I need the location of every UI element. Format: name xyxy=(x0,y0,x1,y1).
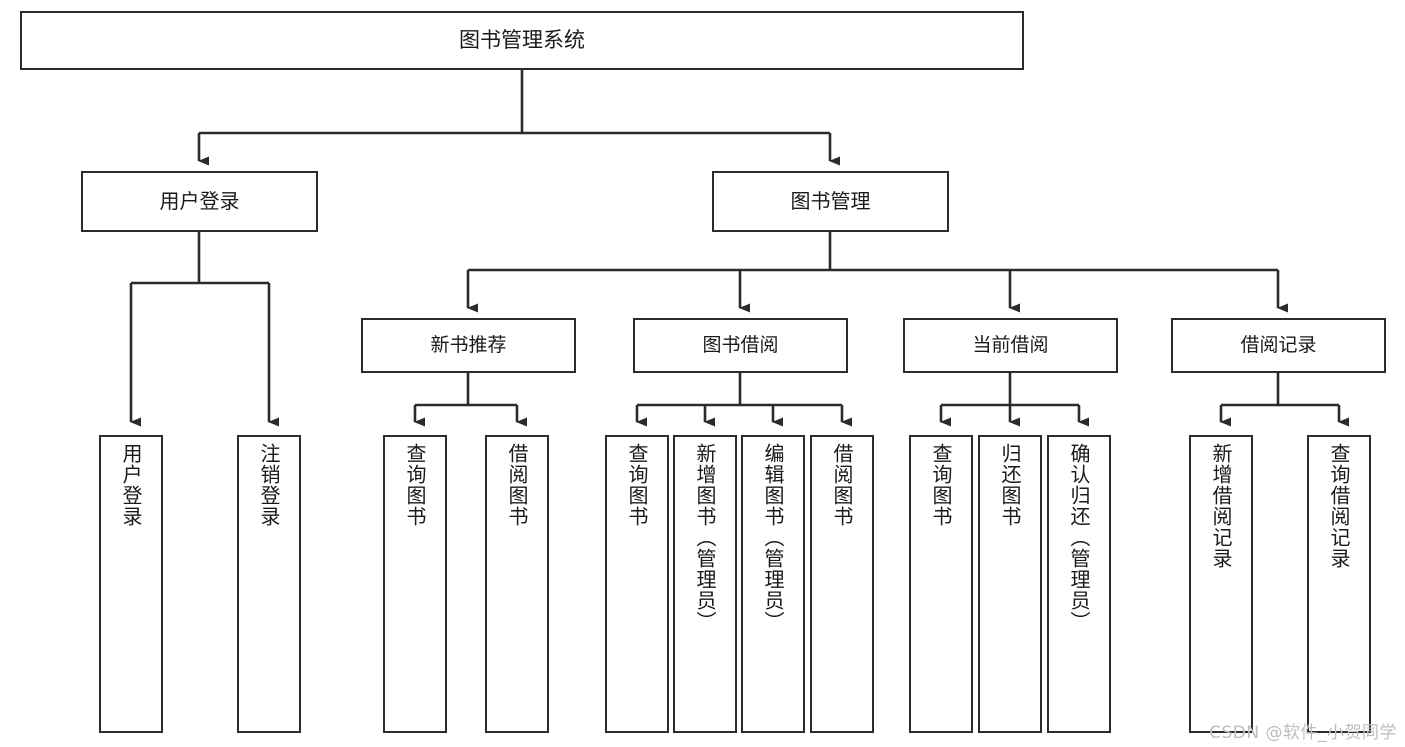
node-label: 查询图书 xyxy=(625,443,649,527)
node-label: 用户登录 xyxy=(159,189,240,214)
node-label: 用户登录 xyxy=(119,443,143,527)
node-leaf-new-book-recommend-1[interactable]: 借阅图书 xyxy=(485,435,549,733)
node-user-login[interactable]: 用户登录 xyxy=(81,171,318,232)
node-label: 图书借阅 xyxy=(702,333,779,356)
node-leaf-user-login-1[interactable]: 注销登录 xyxy=(237,435,301,733)
node-current-borrow[interactable]: 当前借阅 xyxy=(903,318,1118,373)
node-label: 归还图书 xyxy=(998,443,1022,527)
node-leaf-borrow-record-0[interactable]: 新增借阅记录 xyxy=(1189,435,1253,733)
node-label: 确认归还（管理员） xyxy=(1067,443,1091,632)
node-label: 新增借阅记录 xyxy=(1209,443,1233,569)
node-leaf-user-login-0[interactable]: 用户登录 xyxy=(99,435,163,733)
node-leaf-new-book-recommend-0[interactable]: 查询图书 xyxy=(383,435,447,733)
node-leaf-book-borrow-1[interactable]: 新增图书（管理员） xyxy=(673,435,737,733)
node-label: 注销登录 xyxy=(257,443,281,527)
node-label: 新书推荐 xyxy=(430,333,507,356)
node-leaf-book-borrow-0[interactable]: 查询图书 xyxy=(605,435,669,733)
node-label: 图书管理系统 xyxy=(459,27,585,52)
node-leaf-current-borrow-2[interactable]: 确认归还（管理员） xyxy=(1047,435,1111,733)
watermark: CSDN @软件_小贺同学 xyxy=(1209,723,1397,743)
node-leaf-current-borrow-0[interactable]: 查询图书 xyxy=(909,435,973,733)
node-label: 图书管理 xyxy=(790,189,871,214)
node-label: 查询图书 xyxy=(403,443,427,527)
node-label: 借阅图书 xyxy=(505,443,529,527)
node-label: 编辑图书（管理员） xyxy=(761,443,785,632)
node-label: 借阅图书 xyxy=(830,443,854,527)
node-book-management[interactable]: 图书管理 xyxy=(712,171,949,232)
node-borrow-record[interactable]: 借阅记录 xyxy=(1171,318,1386,373)
node-label: 借阅记录 xyxy=(1240,333,1317,356)
node-leaf-book-borrow-3[interactable]: 借阅图书 xyxy=(810,435,874,733)
node-leaf-book-borrow-2[interactable]: 编辑图书（管理员） xyxy=(741,435,805,733)
node-book-borrow[interactable]: 图书借阅 xyxy=(633,318,848,373)
node-label: 当前借阅 xyxy=(972,333,1049,356)
node-label: 新增图书（管理员） xyxy=(693,443,717,632)
node-leaf-borrow-record-1[interactable]: 查询借阅记录 xyxy=(1307,435,1371,733)
node-new-book-recommend[interactable]: 新书推荐 xyxy=(361,318,576,373)
node-root-book-management-system[interactable]: 图书管理系统 xyxy=(20,11,1024,70)
node-label: 查询借阅记录 xyxy=(1327,443,1351,569)
node-leaf-current-borrow-1[interactable]: 归还图书 xyxy=(978,435,1042,733)
node-label: 查询图书 xyxy=(929,443,953,527)
